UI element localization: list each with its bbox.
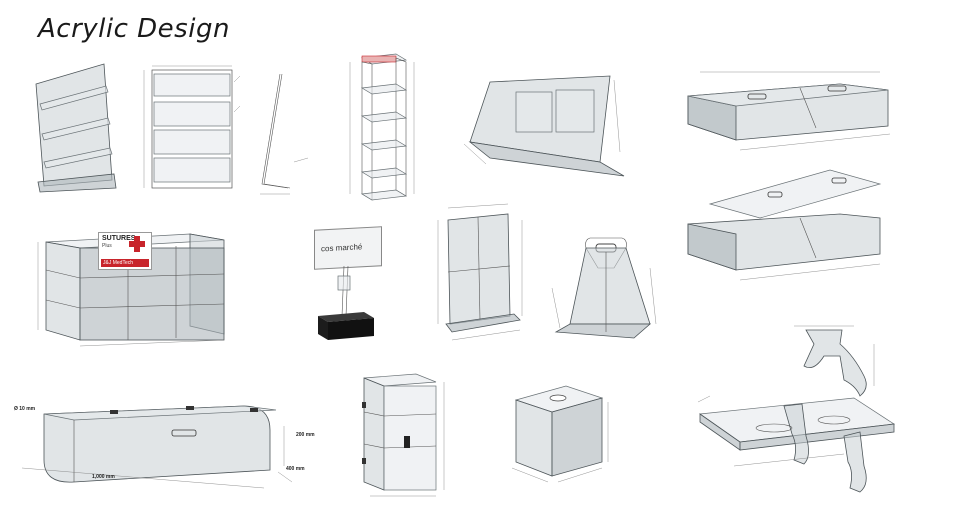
dim-label-height: 200 mm [296, 432, 315, 438]
page-title: Acrylic Design [38, 14, 230, 44]
tray-holder-drawing [694, 316, 904, 500]
tent-carrier-drawing [550, 228, 660, 348]
dim-label-width: 1,000 mm [92, 474, 115, 480]
ballot-box-drawing [508, 378, 618, 490]
sign-cross-icon [129, 236, 145, 252]
dim-label-small: Ø 10 mm [14, 406, 36, 412]
sign-brand-sutures: SUTURES [102, 235, 136, 242]
angled-frame-display [460, 72, 630, 192]
brochure-holder-side [250, 62, 310, 202]
sign-card: SUTURES Plus J&J MedTech [98, 232, 152, 270]
hinged-bin-open [680, 160, 900, 300]
hinged-bin-closed [680, 60, 900, 160]
sign-brand-plus: Plus [102, 243, 112, 249]
dim-label-depth: 400 mm [286, 466, 305, 472]
sneeze-guard-drawing: Ø 10 mm 200 mm 400 mm 1,000 mm [14, 396, 315, 496]
tent-card-display: cos marché [308, 220, 388, 340]
standing-frame-drawing [432, 200, 532, 350]
brochure-holder-elevation [140, 62, 241, 192]
sign-brand-jnj: J&J MedTech [101, 259, 149, 267]
brochure-holder-drawing [30, 62, 120, 193]
cubby-shelf-drawing [30, 222, 240, 352]
shelf-tower-drawing [340, 44, 430, 204]
display-cabinet-drawing [352, 368, 452, 500]
